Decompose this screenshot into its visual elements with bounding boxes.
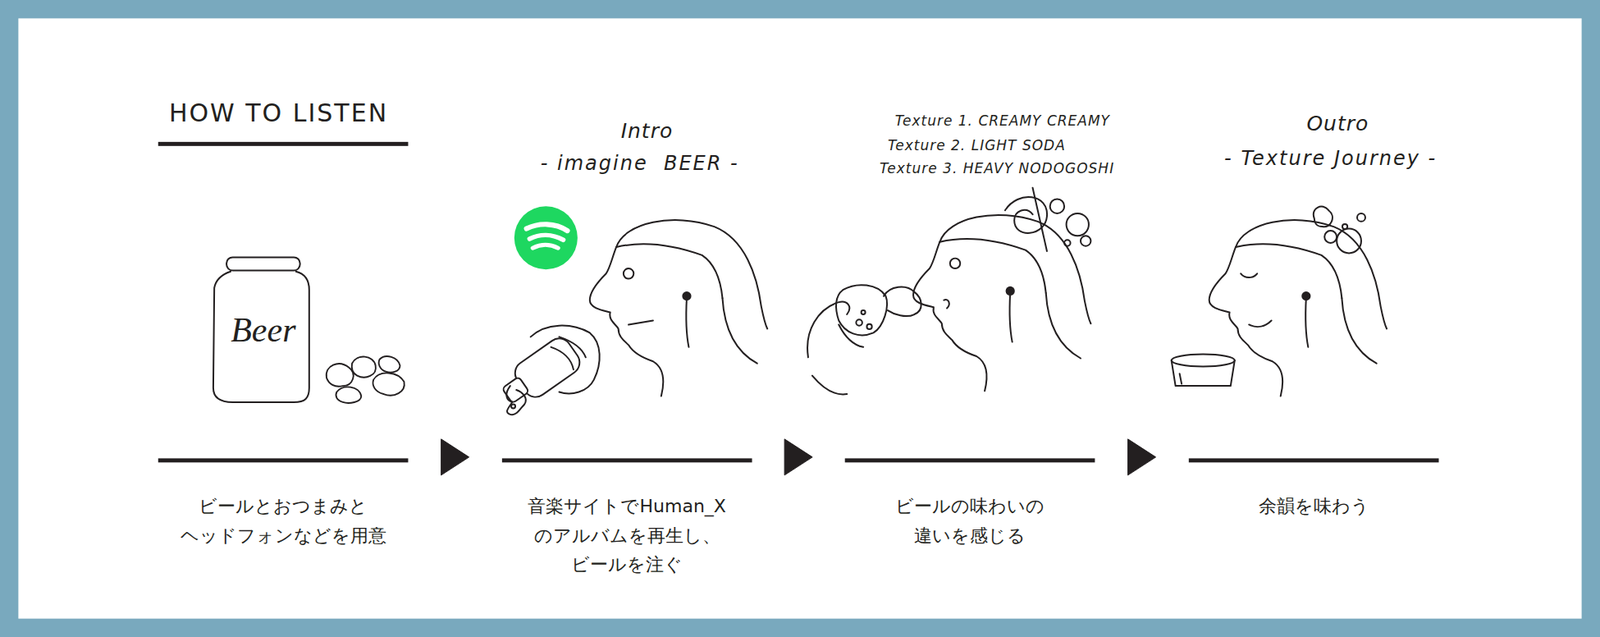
step-arrow xyxy=(784,438,813,476)
title-underline xyxy=(158,141,409,147)
page-title: HOW TO LISTEN xyxy=(169,97,389,127)
glass-rim xyxy=(1171,354,1235,367)
eye xyxy=(623,268,634,279)
bubble xyxy=(1064,239,1070,246)
bubble xyxy=(511,403,516,408)
jar-body xyxy=(213,271,310,403)
nut xyxy=(335,386,362,403)
head xyxy=(913,214,1091,391)
bubble xyxy=(1080,235,1091,246)
smile xyxy=(1248,320,1271,327)
step-arrow xyxy=(441,438,470,476)
nut xyxy=(373,372,405,395)
nut xyxy=(326,363,354,387)
logo-waves xyxy=(526,224,568,248)
logo-wave xyxy=(529,234,563,240)
bubble xyxy=(1313,206,1333,228)
logo-circle xyxy=(514,205,578,270)
bubble xyxy=(1336,228,1362,254)
texture-line: Texture 2. LIGHT SODA xyxy=(887,137,1066,154)
step-box: Outro - Texture Journey - 余韻を味わう xyxy=(1188,101,1440,527)
step-box: Texture 1. CREAMY CREAMYTexture 2. LIGHT… xyxy=(845,101,1096,556)
figure-relaxing xyxy=(1171,206,1387,397)
hand xyxy=(530,325,600,394)
step-bar xyxy=(158,457,409,462)
bubble xyxy=(1357,213,1366,222)
step-description: 余韻を味わう xyxy=(1188,491,1440,521)
bubble xyxy=(855,319,862,325)
step-bars xyxy=(158,457,1440,462)
head xyxy=(589,219,768,396)
bubble xyxy=(866,324,872,330)
panel xyxy=(18,18,1582,618)
hand xyxy=(807,301,864,395)
bubble xyxy=(1342,224,1348,229)
bubble xyxy=(1324,230,1337,243)
mouth xyxy=(628,320,654,325)
texture-line: Texture 3. HEAVY NODOGOSHI xyxy=(879,160,1115,177)
eye xyxy=(950,258,960,269)
nut xyxy=(352,356,376,378)
bubble xyxy=(861,310,866,315)
glass xyxy=(1171,360,1235,386)
bubble xyxy=(1050,199,1065,214)
step-description: ビールの味わいの 違いを感じる xyxy=(845,491,1096,549)
head xyxy=(1209,219,1387,396)
step-box: Intro - imagine BEER - 音楽サイトでHuman_X のアルバム… xyxy=(502,101,753,586)
logo-wave xyxy=(526,224,568,231)
step-description: 音楽サイトでHuman_X のアルバムを再生し、 ビールを注ぐ xyxy=(502,491,753,579)
swirl xyxy=(1005,196,1047,234)
step-description: ビールとおつまみと ヘッドフォンなどを用意 xyxy=(158,491,409,549)
figure-pouring xyxy=(496,219,768,415)
nut xyxy=(379,356,401,372)
figure-drinking xyxy=(807,187,1091,395)
foam xyxy=(883,287,922,317)
logo-wave xyxy=(532,244,558,248)
glass xyxy=(836,284,887,335)
nuts xyxy=(326,356,405,403)
step-heading: Outro xyxy=(1306,111,1369,136)
step-bar xyxy=(1188,457,1440,462)
beer-jar xyxy=(213,256,310,403)
step-heading: Intro xyxy=(621,118,674,143)
jar-label: Beer xyxy=(230,310,296,350)
texture-line: Texture 1. CREAMY CREAMY xyxy=(895,112,1111,129)
scribble xyxy=(1033,187,1047,252)
step-bar xyxy=(845,457,1096,462)
step-box: ビールとおつまみと ヘッドフォンなどを用意 xyxy=(158,101,409,556)
closed-eye xyxy=(1240,273,1258,278)
mouth xyxy=(943,299,949,308)
step-bar xyxy=(502,457,753,462)
beer-stream xyxy=(506,385,526,415)
spotify-logo xyxy=(514,205,578,270)
step-heading: - Texture Journey - xyxy=(1224,146,1437,170)
bubble xyxy=(1066,213,1089,236)
step-heading: - imagine BEER - xyxy=(540,151,740,175)
jar-lid xyxy=(226,256,301,270)
step-arrow xyxy=(1128,438,1157,476)
